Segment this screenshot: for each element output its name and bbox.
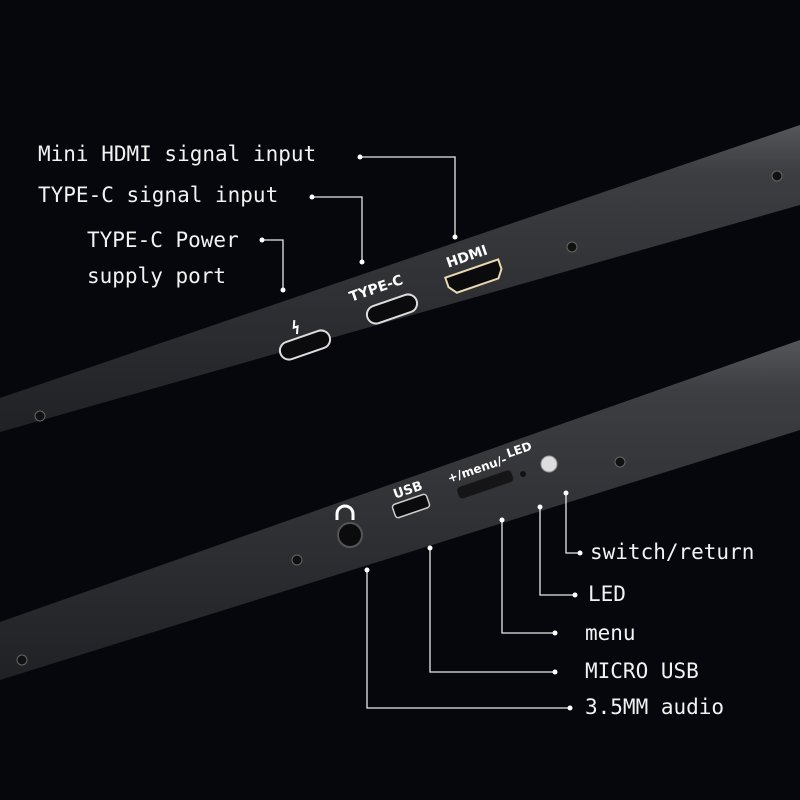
callout-lines bbox=[262, 156, 580, 709]
audio-jack bbox=[337, 522, 363, 548]
screw-icon bbox=[34, 410, 46, 422]
mini-hdmi-port bbox=[443, 258, 503, 294]
screw-icon bbox=[566, 241, 578, 253]
label-micro-usb: MICRO USB bbox=[585, 659, 699, 683]
label-led: LED bbox=[588, 582, 626, 606]
label-menu: menu bbox=[585, 621, 636, 645]
screw-icon bbox=[291, 554, 303, 566]
screw-icon bbox=[614, 456, 626, 468]
label-mini-hdmi: Mini HDMI signal input bbox=[38, 142, 317, 166]
top-monitor-edge bbox=[0, 125, 800, 432]
typec-signal-port bbox=[365, 293, 419, 325]
switch-return-button bbox=[540, 455, 558, 473]
label-typec-signal: TYPE-C signal input bbox=[38, 183, 279, 207]
label-switch-return: switch/return bbox=[590, 540, 755, 564]
menu-rocker bbox=[456, 469, 515, 500]
screw-icon bbox=[16, 654, 28, 666]
label-typec-power-1: TYPE-C Power bbox=[87, 228, 239, 252]
label-audio: 3.5MM audio bbox=[585, 695, 725, 719]
typec-power-port bbox=[278, 320, 332, 361]
led-indicator bbox=[520, 471, 526, 477]
headphone-icon bbox=[335, 504, 355, 520]
screw-icon bbox=[771, 170, 783, 182]
label-typec-power-2: supply port bbox=[87, 264, 227, 288]
micro-usb-port bbox=[391, 493, 431, 519]
callout-dots bbox=[259, 154, 583, 711]
